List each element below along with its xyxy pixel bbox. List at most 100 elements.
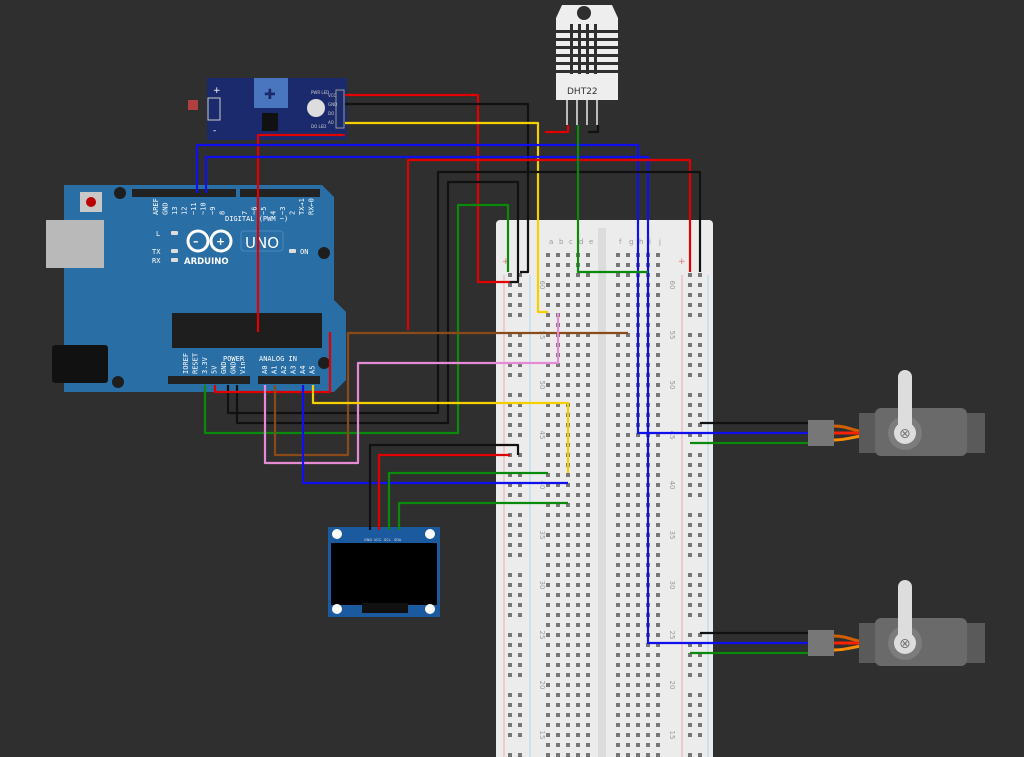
breadboard-hole[interactable] (576, 633, 580, 637)
rail-hole[interactable] (508, 343, 512, 347)
breadboard-hole[interactable] (586, 623, 590, 627)
breadboard-hole[interactable] (626, 383, 630, 387)
rail-hole[interactable] (508, 473, 512, 477)
breadboard-hole[interactable] (616, 253, 620, 257)
breadboard-hole[interactable] (556, 543, 560, 547)
breadboard-hole[interactable] (556, 663, 560, 667)
breadboard-hole[interactable] (556, 463, 560, 467)
rail-hole[interactable] (508, 433, 512, 437)
breadboard-hole[interactable] (616, 633, 620, 637)
breadboard-hole[interactable] (636, 643, 640, 647)
breadboard-hole[interactable] (586, 443, 590, 447)
breadboard-hole[interactable] (616, 753, 620, 757)
rail-hole[interactable] (518, 723, 522, 727)
breadboard-hole[interactable] (656, 593, 660, 597)
breadboard-hole[interactable] (656, 453, 660, 457)
breadboard-hole[interactable] (616, 643, 620, 647)
rail-hole[interactable] (698, 413, 702, 417)
rail-hole[interactable] (688, 403, 692, 407)
breadboard-hole[interactable] (576, 303, 580, 307)
breadboard-hole[interactable] (546, 263, 550, 267)
rail-hole[interactable] (518, 313, 522, 317)
breadboard-hole[interactable] (616, 433, 620, 437)
breadboard-hole[interactable] (576, 593, 580, 597)
breadboard-hole[interactable] (576, 623, 580, 627)
breadboard-hole[interactable] (636, 493, 640, 497)
breadboard-hole[interactable] (566, 383, 570, 387)
breadboard-hole[interactable] (556, 363, 560, 367)
rail-hole[interactable] (518, 373, 522, 377)
rail-hole[interactable] (508, 363, 512, 367)
breadboard-hole[interactable] (566, 623, 570, 627)
breadboard-hole[interactable] (636, 743, 640, 747)
breadboard-hole[interactable] (546, 303, 550, 307)
breadboard-hole[interactable] (586, 593, 590, 597)
wire-red[interactable] (213, 332, 332, 394)
breadboard-hole[interactable] (616, 603, 620, 607)
rail-hole[interactable] (688, 673, 692, 677)
breadboard-hole[interactable] (626, 523, 630, 527)
breadboard-hole[interactable] (566, 603, 570, 607)
breadboard-hole[interactable] (546, 513, 550, 517)
rail-hole[interactable] (518, 493, 522, 497)
breadboard-hole[interactable] (626, 473, 630, 477)
breadboard-hole[interactable] (626, 503, 630, 507)
rail-hole[interactable] (518, 673, 522, 677)
breadboard-hole[interactable] (546, 673, 550, 677)
rail-hole[interactable] (688, 283, 692, 287)
rail-hole[interactable] (688, 573, 692, 577)
breadboard-hole[interactable] (586, 753, 590, 757)
rail-hole[interactable] (688, 423, 692, 427)
breadboard-hole[interactable] (636, 723, 640, 727)
breadboard-hole[interactable] (626, 693, 630, 697)
breadboard-hole[interactable] (546, 663, 550, 667)
breadboard-hole[interactable] (656, 493, 660, 497)
breadboard-hole[interactable] (586, 523, 590, 527)
breadboard-hole[interactable] (546, 483, 550, 487)
breadboard-hole[interactable] (546, 533, 550, 537)
breadboard-hole[interactable] (556, 493, 560, 497)
breadboard-hole[interactable] (626, 343, 630, 347)
rail-hole[interactable] (698, 613, 702, 617)
breadboard-hole[interactable] (656, 633, 660, 637)
rail-hole[interactable] (518, 733, 522, 737)
breadboard-hole[interactable] (646, 683, 650, 687)
breadboard-hole[interactable] (566, 533, 570, 537)
rail-hole[interactable] (508, 583, 512, 587)
breadboard-hole[interactable] (566, 673, 570, 677)
servo-connector[interactable] (808, 420, 834, 446)
breadboard-hole[interactable] (556, 513, 560, 517)
breadboard-hole[interactable] (566, 753, 570, 757)
breadboard-hole[interactable] (616, 613, 620, 617)
breadboard-hole[interactable] (576, 753, 580, 757)
breadboard-hole[interactable] (656, 413, 660, 417)
breadboard-hole[interactable] (576, 663, 580, 667)
breadboard-hole[interactable] (656, 483, 660, 487)
breadboard-hole[interactable] (586, 283, 590, 287)
breadboard-hole[interactable] (616, 413, 620, 417)
wire-blue[interactable] (301, 385, 568, 485)
breadboard-hole[interactable] (586, 323, 590, 327)
rail-hole[interactable] (698, 633, 702, 637)
breadboard-hole[interactable] (626, 633, 630, 637)
breadboard-hole[interactable] (556, 733, 560, 737)
wire-green[interactable] (397, 501, 568, 530)
breadboard-hole[interactable] (586, 633, 590, 637)
breadboard-hole[interactable] (656, 563, 660, 567)
breadboard-hole[interactable] (656, 643, 660, 647)
breadboard-hole[interactable] (626, 673, 630, 677)
breadboard-hole[interactable] (586, 343, 590, 347)
breadboard-hole[interactable] (556, 633, 560, 637)
breadboard-hole[interactable] (626, 483, 630, 487)
breadboard-hole[interactable] (546, 593, 550, 597)
oled-display[interactable]: GND VCC SCL SDA (328, 527, 440, 617)
breadboard-hole[interactable] (546, 753, 550, 757)
rail-hole[interactable] (508, 413, 512, 417)
breadboard-hole[interactable] (636, 703, 640, 707)
breadboard-hole[interactable] (566, 343, 570, 347)
rail-hole[interactable] (698, 353, 702, 357)
breadboard-hole[interactable] (576, 653, 580, 657)
breadboard-hole[interactable] (576, 473, 580, 477)
rail-hole[interactable] (518, 553, 522, 557)
